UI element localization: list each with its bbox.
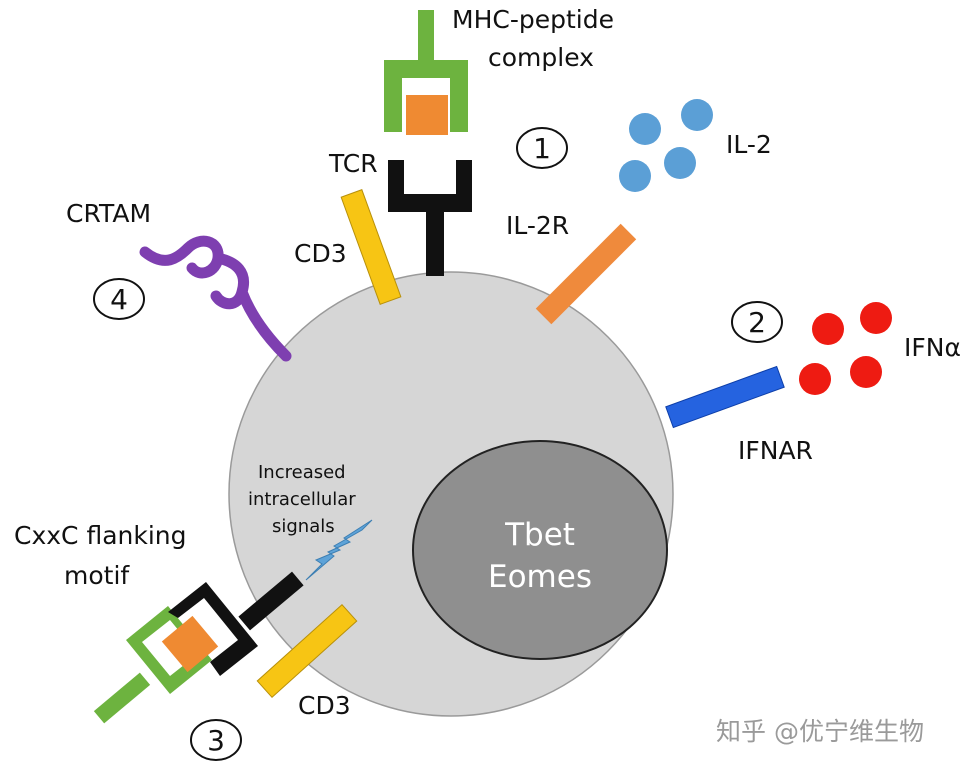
il2-molecules — [619, 99, 713, 192]
cd3-top-bar — [340, 189, 402, 305]
signals-label-line3: signals — [272, 516, 335, 537]
cd3-top-label: CD3 — [294, 239, 347, 268]
mhc-peptide-complex — [384, 10, 468, 135]
ifnar-label: IFNAR — [738, 436, 813, 465]
nucleus-label-line2: Eomes — [488, 559, 592, 595]
number-2-circle — [731, 301, 783, 343]
signals-label-line2: intracellular — [248, 489, 356, 510]
ifna-label: IFNα — [904, 333, 961, 362]
number-4-circle — [93, 278, 145, 320]
nucleus — [412, 440, 668, 660]
signals-label-line1: Increased — [258, 462, 346, 483]
watermark: 知乎 @优宁维生物 — [716, 717, 924, 746]
mhc-label-line2: complex — [488, 43, 594, 72]
tcr-label: TCR — [328, 149, 378, 178]
ifnar-bar — [665, 365, 785, 429]
lightning-signal-icon — [305, 519, 373, 581]
number-3-circle — [190, 719, 242, 761]
cd3-bottom-label: CD3 — [298, 691, 351, 720]
crtam-label: CRTAM — [66, 199, 151, 228]
crtam-receptor — [139, 235, 292, 362]
number-1-circle — [516, 127, 568, 169]
number-3: 3 — [207, 724, 225, 757]
peptide-square — [406, 95, 448, 135]
il2r-bar — [535, 223, 637, 325]
il2r-label: IL-2R — [506, 211, 569, 240]
cxxc-label-line1: CxxC flanking — [14, 521, 187, 550]
number-1: 1 — [533, 132, 551, 165]
cxxc-label-line2: motif — [64, 561, 130, 590]
number-4: 4 — [110, 283, 128, 316]
tcr-receptor — [388, 160, 472, 276]
nucleus-label-line1: Tbet — [504, 517, 575, 553]
ifna-molecules — [799, 302, 892, 395]
cd3-bottom-bar — [256, 603, 358, 699]
bottom-receptor-complex — [93, 571, 304, 724]
il2-label: IL-2 — [726, 130, 772, 159]
number-2: 2 — [748, 306, 766, 339]
mhc-label-line1: MHC-peptide — [452, 5, 614, 34]
